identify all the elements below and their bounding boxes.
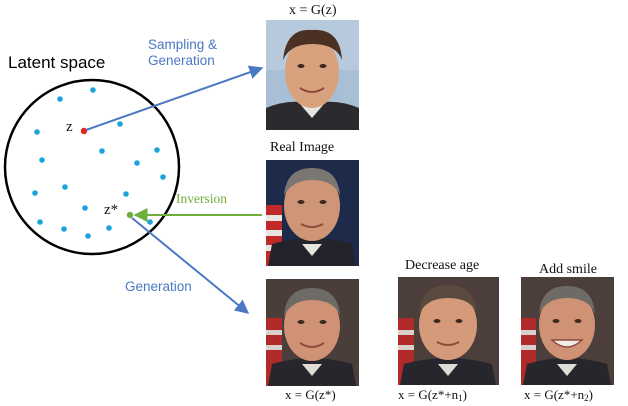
latent-dot <box>61 226 67 232</box>
z-star-dot <box>126 211 134 219</box>
caption-edit-n2: x = G(z*+n2) <box>524 388 593 403</box>
latent-dots <box>32 87 166 239</box>
sampling-label-line2: Generation <box>148 52 215 68</box>
caption-n1-subscript: 1 <box>458 393 463 403</box>
z-label: z <box>66 119 73 135</box>
latent-dot <box>39 157 45 163</box>
z-star-label: z* <box>104 202 119 218</box>
add-smile-face-image <box>521 277 614 385</box>
latent-dot <box>160 174 166 180</box>
real-face-image <box>266 160 359 266</box>
latent-dot <box>82 205 88 211</box>
latent-dot <box>134 160 140 166</box>
caption-n2-subscript: 2 <box>584 393 589 403</box>
latent-dot <box>57 96 63 102</box>
caption-n2-text: x = G(z*+n <box>524 387 585 402</box>
decrease-age-face-image <box>398 277 499 385</box>
caption-edit-n1: x = G(z*+n1) <box>398 388 467 403</box>
caption-generated: x = G(z) <box>289 3 337 18</box>
latent-dot <box>85 233 91 239</box>
latent-space-title: Latent space <box>8 53 106 72</box>
inversion-label: Inversion <box>176 191 227 206</box>
caption-real-image: Real Image <box>270 140 335 155</box>
latent-dot <box>106 225 112 231</box>
caption-n1-text: x = G(z*+n <box>398 387 459 402</box>
latent-dot <box>99 148 105 154</box>
caption-decrease-age: Decrease age <box>405 258 480 273</box>
latent-dot <box>32 190 38 196</box>
latent-dot <box>147 219 153 225</box>
caption-reconstructed: x = G(z*) <box>285 387 336 402</box>
caption-n1-close: ) <box>462 387 467 402</box>
latent-dot <box>123 191 129 197</box>
latent-dot <box>62 184 68 190</box>
generation-label: Generation <box>125 279 192 294</box>
latent-dot <box>154 147 160 153</box>
reconstructed-face-image <box>266 279 359 386</box>
generated-face-image <box>266 20 359 130</box>
latent-dot <box>90 87 96 93</box>
generation-arrow <box>131 217 250 314</box>
latent-dot <box>37 219 43 225</box>
latent-dot <box>34 129 40 135</box>
sampling-label-line1: Sampling & <box>148 37 218 52</box>
sampling-arrow <box>85 65 264 131</box>
caption-n2-close: ) <box>588 387 593 402</box>
z-dot <box>80 127 88 135</box>
latent-dot <box>117 121 123 127</box>
caption-add-smile: Add smile <box>539 262 597 277</box>
sampling-generation-label: Sampling & Generation <box>148 37 217 68</box>
